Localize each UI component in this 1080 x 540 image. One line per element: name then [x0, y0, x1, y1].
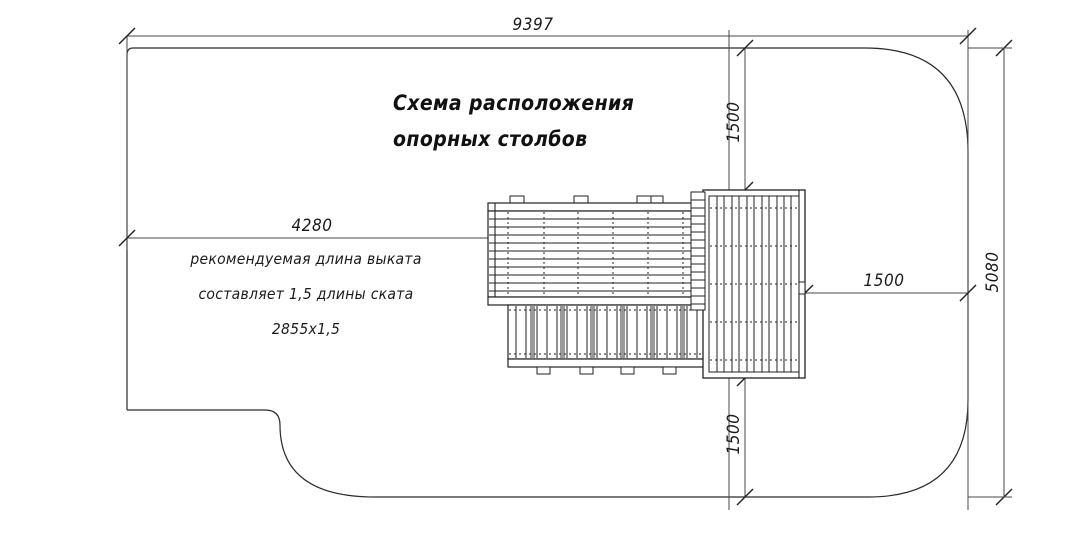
lower-ramp-bottom-rail — [507, 358, 711, 368]
dim-overall-width-label: 9397 — [513, 15, 554, 35]
upper-deck-bottom-rail — [487, 296, 711, 306]
dim-overall-height-label: 5080 — [983, 252, 1003, 293]
upper-deck-body — [487, 210, 711, 298]
dim-offset-bottom-label: 1500 — [724, 414, 744, 455]
title-line-2: опорных столбов — [393, 127, 588, 151]
dim-offset-right-label: 1500 — [864, 271, 905, 291]
right-platform-assembly — [702, 189, 806, 379]
lower-ramp-body — [507, 304, 711, 360]
right-platform-notch — [798, 281, 806, 295]
dim-offset-top-label: 1500 — [724, 102, 744, 143]
note-line-1: рекомендуемая длина выката — [189, 250, 421, 268]
lower-ramp-assembly — [507, 304, 711, 375]
dim-rollout-label: 4280 — [292, 216, 333, 236]
ladder-strip — [690, 191, 706, 311]
lower-ramp-slats — [515, 306, 698, 358]
drawing-title: Схема расположения опорных столбов — [393, 91, 634, 151]
upper-deck-assembly — [487, 195, 711, 306]
lower-ramp-post-markers — [536, 366, 677, 375]
upper-deck-top-rail — [487, 202, 711, 212]
upper-deck-post-markers — [509, 195, 664, 204]
drawing-note: рекомендуемая длина выката составляет 1,… — [189, 250, 421, 338]
upper-deck-hidden-joists — [507, 212, 684, 296]
note-line-2: составляет 1,5 длины ската — [198, 285, 413, 303]
upper-deck-planks — [489, 218, 709, 292]
title-line-1: Схема расположения — [393, 91, 634, 115]
right-platform-planks — [716, 196, 792, 372]
lower-ramp-hidden-ties — [509, 309, 709, 355]
note-line-3: 2855x1,5 — [272, 320, 340, 338]
